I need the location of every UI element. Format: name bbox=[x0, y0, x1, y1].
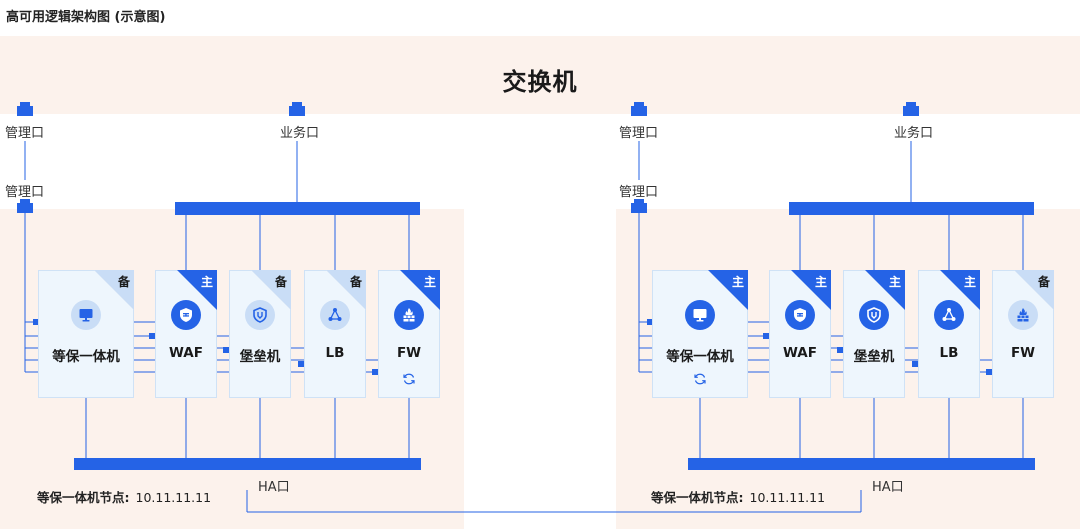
left-port-dot-1 bbox=[149, 333, 155, 339]
diagram-title: 高可用逻辑架构图 (示意图) bbox=[6, 10, 166, 25]
left-port-dot-4 bbox=[372, 369, 378, 375]
left-device-2-role-badge: 备 bbox=[274, 275, 287, 289]
left-mgmt-port-top-icon bbox=[17, 106, 33, 116]
right-mgmt-port-bottom-icon bbox=[631, 203, 647, 213]
left-device-4-role-corner: 主 bbox=[400, 270, 440, 310]
right-mgmt-port-top-icon bbox=[631, 106, 647, 116]
load-balancer-icon bbox=[934, 300, 964, 330]
left-node-info-label: 等保一体机节点: bbox=[37, 490, 130, 505]
right-device-4-role-badge: 备 bbox=[1037, 275, 1050, 289]
bastion-shield-icon bbox=[859, 300, 889, 330]
monitor-icon bbox=[685, 300, 715, 330]
right-device-1-name: WAF bbox=[783, 345, 817, 361]
right-ha-label: HA口 bbox=[872, 480, 904, 495]
sync-icon bbox=[693, 371, 707, 385]
left-business-bus bbox=[175, 202, 420, 215]
sync-icon bbox=[402, 371, 416, 385]
left-device-1-role-badge: 主 bbox=[200, 275, 213, 289]
left-device-1-name: WAF bbox=[169, 345, 203, 361]
left-node-info: 等保一体机节点: 10.11.11.11 bbox=[37, 487, 211, 506]
waf-shield-icon bbox=[171, 300, 201, 330]
left-device-2-name: 堡垒机 bbox=[239, 349, 281, 365]
right-port-dot-3 bbox=[912, 361, 918, 367]
right-device-1-role-badge: 主 bbox=[814, 275, 827, 289]
left-mgmt-port-bottom-icon-top bbox=[20, 199, 30, 203]
right-business-port-icon bbox=[903, 106, 919, 116]
right-business-bus bbox=[789, 202, 1034, 215]
right-port-dot-2 bbox=[837, 347, 843, 353]
load-balancer-icon bbox=[320, 300, 350, 330]
right-port-dot-0 bbox=[647, 319, 653, 325]
right-mgmt-bottom-label: 管理口 bbox=[619, 185, 659, 200]
right-device-1-role-corner: 主 bbox=[791, 270, 831, 310]
left-device-3-role-badge: 备 bbox=[349, 275, 362, 289]
firewall-icon bbox=[394, 300, 424, 330]
right-business-label: 业务口 bbox=[894, 126, 934, 141]
switch-band bbox=[0, 36, 1080, 114]
left-business-label: 业务口 bbox=[280, 126, 320, 141]
left-device-0-name: 等保一体机 bbox=[52, 349, 120, 365]
switch-label: 交换机 bbox=[502, 68, 578, 96]
right-device-3-name: LB bbox=[939, 345, 959, 361]
left-business-port-icon-top bbox=[292, 102, 302, 106]
right-mgmt-port-bottom-icon-top bbox=[634, 199, 644, 203]
left-mgmt-port-top-icon-top bbox=[20, 102, 30, 106]
right-mgmt-top-label: 管理口 bbox=[619, 126, 659, 141]
monitor-icon bbox=[71, 300, 101, 330]
right-node-info: 等保一体机节点: 10.11.11.11 bbox=[651, 487, 825, 506]
left-device-4-name: FW bbox=[396, 345, 422, 361]
right-ha-bus bbox=[688, 458, 1035, 470]
left-node-info-ip: 10.11.11.11 bbox=[135, 490, 212, 505]
left-mgmt-port-bottom-icon bbox=[17, 203, 33, 213]
right-device-4-name: FW bbox=[1010, 345, 1036, 361]
left-device-0-role-badge: 备 bbox=[117, 275, 130, 289]
right-mgmt-port-top-icon-top bbox=[634, 102, 644, 106]
right-device-3-role-badge: 主 bbox=[963, 275, 976, 289]
left-mgmt-bottom-label: 管理口 bbox=[5, 185, 45, 200]
left-mgmt-top-label: 管理口 bbox=[5, 126, 45, 141]
right-business-port-icon-top bbox=[906, 102, 916, 106]
right-device-0-role-corner: 主 bbox=[708, 270, 748, 310]
left-device-4-role-badge: 主 bbox=[423, 275, 436, 289]
right-node-info-label: 等保一体机节点: bbox=[651, 490, 744, 505]
left-port-dot-0 bbox=[33, 319, 39, 325]
left-ha-bus bbox=[74, 458, 421, 470]
right-node-info-ip: 10.11.11.11 bbox=[749, 490, 826, 505]
bastion-shield-icon bbox=[245, 300, 275, 330]
right-device-0-name: 等保一体机 bbox=[666, 349, 734, 365]
left-business-port-icon bbox=[289, 106, 305, 116]
right-device-2-role-corner: 主 bbox=[865, 270, 905, 310]
left-port-dot-3 bbox=[298, 361, 304, 367]
waf-shield-icon bbox=[785, 300, 815, 330]
left-port-dot-2 bbox=[223, 347, 229, 353]
left-device-3-name: LB bbox=[325, 345, 345, 361]
left-device-0-role-corner: 备 bbox=[94, 270, 134, 310]
left-ha-label: HA口 bbox=[258, 480, 290, 495]
firewall-icon bbox=[1008, 300, 1038, 330]
right-port-dot-4 bbox=[986, 369, 992, 375]
right-port-dot-1 bbox=[763, 333, 769, 339]
right-device-2-name: 堡垒机 bbox=[853, 349, 895, 365]
right-device-0-role-badge: 主 bbox=[731, 275, 744, 289]
right-device-2-role-badge: 主 bbox=[888, 275, 901, 289]
